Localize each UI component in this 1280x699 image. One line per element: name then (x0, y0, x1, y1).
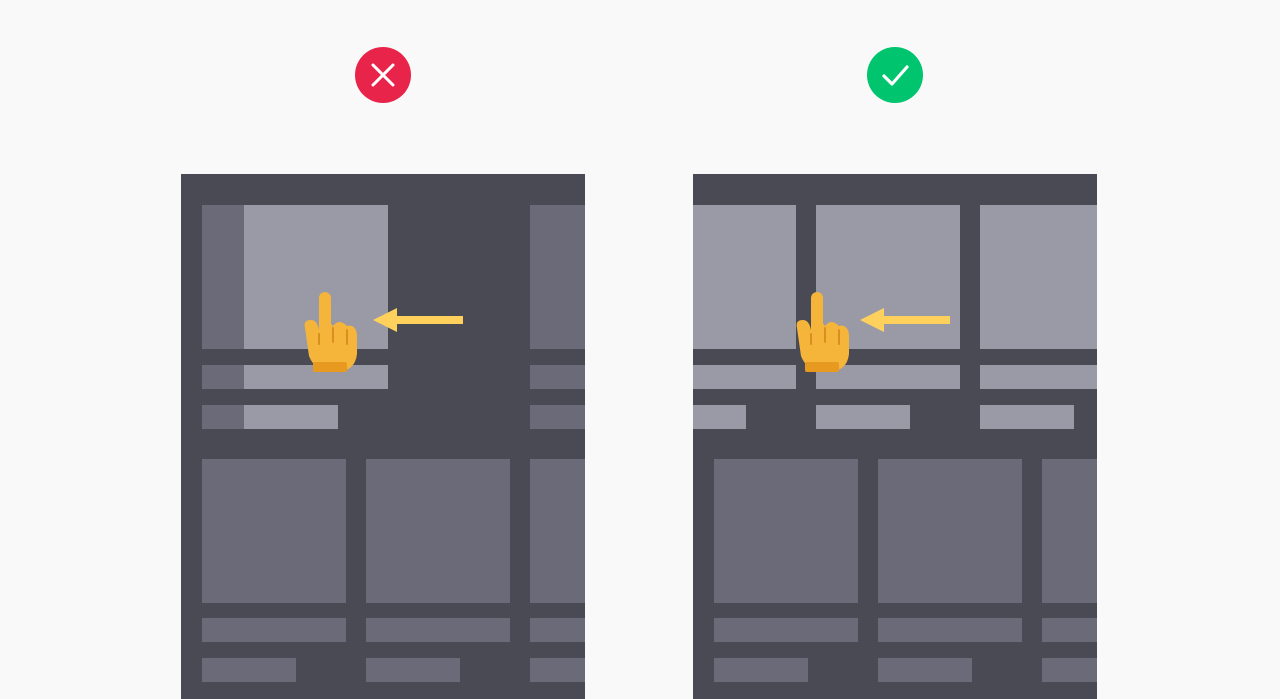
carousel-card-title (366, 618, 510, 642)
carousel-card-subtitle-active (816, 405, 910, 429)
carousel-card-subtitle (878, 658, 972, 682)
carousel-card-subtitle (202, 658, 296, 682)
carousel-card-subtitle (366, 658, 460, 682)
carousel-card-image (202, 459, 346, 603)
carousel-card-subtitle-active (244, 405, 338, 429)
arrow-left-icon (373, 308, 463, 332)
close-icon (355, 47, 411, 103)
carousel-card-image-active[interactable] (816, 205, 960, 349)
carousel-card-subtitle-active (693, 405, 746, 429)
carousel-card-image-active[interactable] (980, 205, 1097, 349)
carousel-card-subtitle-active (980, 405, 1074, 429)
carousel-card-title-active (693, 365, 796, 389)
carousel-card-image (366, 459, 510, 603)
carousel-card-title (878, 618, 1022, 642)
check-icon (867, 47, 923, 103)
pointing-hand-icon (304, 292, 357, 372)
carousel-card-image (1042, 459, 1097, 603)
carousel-card-title (530, 618, 585, 642)
carousel-card-image-active[interactable] (693, 205, 796, 349)
correct-badge (867, 47, 923, 103)
carousel-card-title-active (980, 365, 1097, 389)
carousel-card-title (202, 618, 346, 642)
carousel-card-image (530, 205, 585, 349)
carousel-card-title (530, 365, 585, 389)
carousel-card-subtitle (714, 658, 808, 682)
correct-carousel-example (693, 174, 1097, 699)
carousel-card-image (530, 459, 585, 603)
arrow-left-icon (860, 308, 950, 332)
incorrect-carousel-example (181, 174, 585, 699)
carousel-card-title (202, 365, 244, 389)
carousel-card-title (714, 618, 858, 642)
carousel-card-subtitle (1042, 658, 1097, 682)
carousel-card-image (202, 205, 244, 349)
carousel-card-image (878, 459, 1022, 603)
pointing-hand-icon (796, 292, 849, 372)
carousel-card-subtitle (530, 658, 585, 682)
carousel-card-subtitle (202, 405, 244, 429)
carousel-card-subtitle (530, 405, 585, 429)
carousel-card-title (1042, 618, 1097, 642)
carousel-card-image (714, 459, 858, 603)
incorrect-badge (355, 47, 411, 103)
